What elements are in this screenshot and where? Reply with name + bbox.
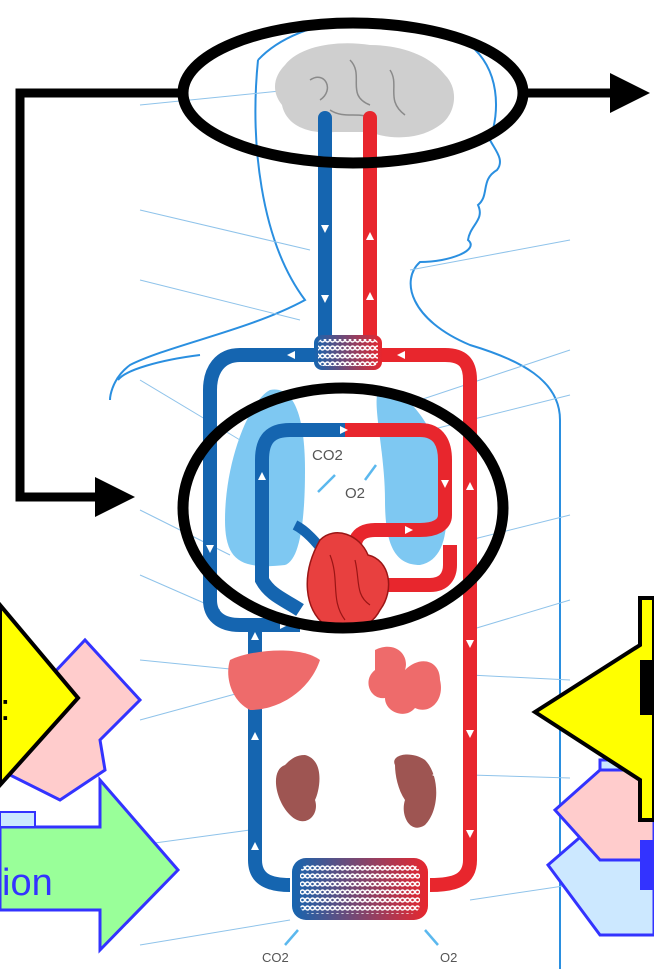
left-kidney [276,755,320,821]
shoulder-outline [118,355,200,380]
intestines [368,647,441,714]
right-kidney [394,755,436,828]
liver [228,651,320,710]
right-connector-arrowhead [610,73,650,113]
o2-lung-label: O2 [345,485,365,502]
co2-tissue-label: CO2 [262,950,289,965]
co2-tissue-arrow [285,930,298,945]
yellow-arrow-text-fragment: : [0,687,11,729]
o2-tissue-label: O2 [440,950,457,965]
left-connector-arrowhead [95,477,135,517]
blue-arrow-right-text-fragment [640,840,654,890]
co2-lung-arrow [318,475,335,492]
blue-arrow-tail-left [0,812,35,827]
left-connector-line [20,93,185,497]
heart [307,533,388,632]
yellow-arrow-right-text-fragment [640,660,654,715]
green-arrow-text: ion [2,862,53,904]
o2-tissue-arrow [425,930,438,945]
o2-lung-arrow [365,465,376,480]
co2-lung-label: CO2 [312,447,343,464]
